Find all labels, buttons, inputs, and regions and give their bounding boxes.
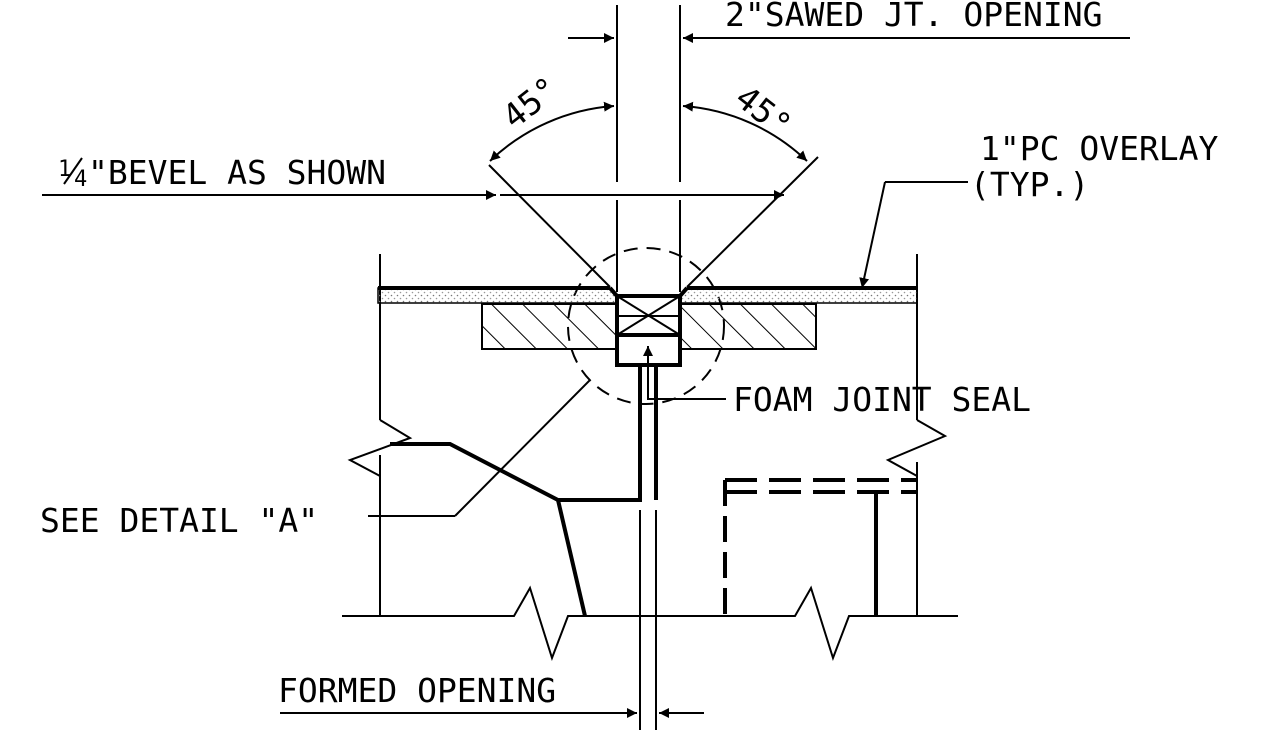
overlay-callout: 1"PC OVERLAY (TYP.): [859, 129, 1219, 289]
bevel-fraction-numerator: 1: [58, 157, 71, 182]
overlay-right: [679, 287, 918, 304]
detail-a-callout: SEE DETAIL "A": [40, 379, 591, 540]
angle-arc-right: [682, 101, 808, 162]
break-line-left: [347, 419, 413, 477]
formed-channel-left: [390, 365, 642, 502]
fraction-slash: [63, 157, 83, 185]
bevel-extension-left: [488, 164, 611, 288]
formed-opening-label: FORMED OPENING: [278, 671, 556, 710]
detail-leader-diagonal: [454, 379, 591, 517]
foam-seal-leader: [643, 346, 726, 400]
see-detail-label: SEE DETAIL "A": [40, 501, 318, 540]
overlay-leader-arrow: [859, 181, 886, 289]
overlay-label-line1: 1"PC OVERLAY: [980, 129, 1219, 168]
sawed-joint-label: 2"SAWED JT. OPENING: [725, 0, 1103, 34]
foam-seal-label: FOAM JOINT SEAL: [733, 380, 1031, 419]
deck-structure: [342, 254, 958, 662]
hatched-block-right: [679, 303, 817, 350]
bevel-fraction-denominator: 4: [74, 167, 87, 192]
angle-arc-left: [489, 101, 615, 162]
foam-seal-callout: FOAM JOINT SEAL: [643, 346, 1031, 419]
bevel-extension-right: [686, 156, 819, 288]
break-line-right: [885, 419, 948, 477]
bevel-callout: 1 4 "BEVEL AS SHOWN: [42, 153, 784, 200]
base-line: [342, 585, 958, 662]
angle-dimensions: 45° 45°: [488, 69, 819, 288]
overlay-left: [377, 287, 618, 304]
sawed-joint-dimension: 2"SAWED JT. OPENING: [568, 0, 1130, 182]
angle-label-left: 45°: [495, 69, 566, 136]
overlay-label-line2: (TYP.): [970, 165, 1089, 204]
wall-face-left: [556, 499, 587, 617]
formed-opening-dimension: FORMED OPENING: [278, 510, 704, 730]
angle-label-right: 45°: [728, 78, 799, 145]
hatched-block-left: [481, 303, 618, 350]
bevel-label: "BEVEL AS SHOWN: [88, 153, 386, 192]
